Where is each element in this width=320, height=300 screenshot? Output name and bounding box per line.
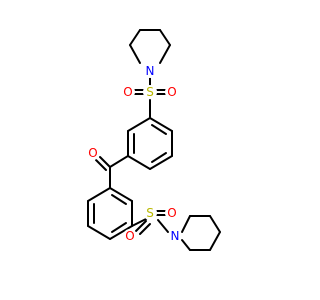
atom-label-o-bottom-right: O [167, 206, 176, 220]
atom-label-o-bottom-left: O [125, 229, 134, 243]
sulfonyl-bottom-bonds [135, 210, 169, 235]
atom-label-n-top: N [146, 64, 155, 78]
atom-o-top-right: O [165, 85, 179, 99]
molecule-structure: N S O O O S O O [86, 29, 221, 251]
atom-n-bottom: N [168, 229, 182, 243]
structure-canvas: N S O O O S O O [86, 29, 221, 251]
atom-s-bottom: S [143, 206, 157, 220]
piperidine-ring-bottom [181, 215, 221, 251]
atom-label-s-bottom: S [146, 206, 154, 220]
sulfonyl-top-bonds [133, 89, 167, 95]
atom-o-top-left: O [121, 85, 135, 99]
atom-o-bottom-left: O [123, 229, 137, 243]
atom-label-s-top: S [146, 85, 154, 99]
atom-o-carbonyl: O [86, 146, 100, 160]
atom-label-o-carbonyl: O [88, 146, 97, 160]
benzene-ring-lower [87, 187, 133, 240]
atom-label-o-top-left: O [123, 85, 132, 99]
atom-s-top: S [143, 85, 157, 99]
carbonyl-bonds [95, 155, 129, 189]
bond-ring-s-bottom [131, 217, 149, 227]
atom-n-top: N [143, 64, 157, 78]
atom-label-o-top-right: O [167, 85, 176, 99]
atom-o-bottom-right: O [165, 206, 179, 220]
atom-label-n-bottom: N [171, 229, 180, 243]
benzene-ring-upper [127, 117, 173, 170]
piperidine-ring-top [129, 29, 171, 64]
